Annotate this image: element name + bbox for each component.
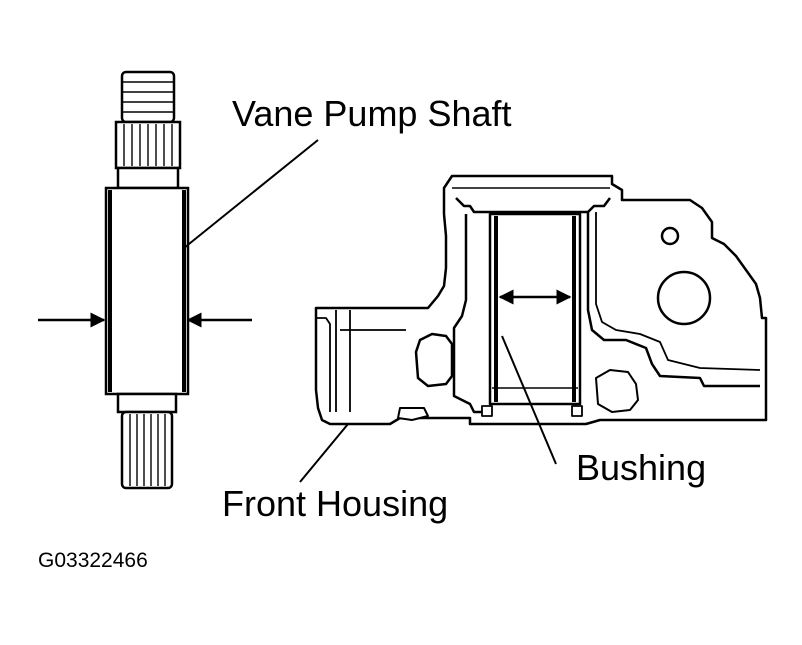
housing-bore-left-wall	[452, 214, 484, 414]
housing-top-flange	[455, 197, 611, 214]
housing-small-hole	[660, 226, 680, 246]
housing-right-cavity	[595, 369, 639, 413]
housing-left-flange-edge	[316, 317, 331, 412]
bushing-label: Bushing	[576, 447, 707, 488]
shaft-top-tip-threads	[122, 81, 174, 113]
housing-bore-right-wall	[586, 212, 760, 388]
housing-left-face	[335, 310, 406, 412]
housing-bottom-slot	[397, 407, 429, 421]
shaft-upper-neck	[116, 166, 180, 190]
housing-notch-right	[571, 405, 583, 417]
bushing-bore	[488, 212, 582, 406]
shaft-bottom-spline	[120, 410, 174, 490]
housing-notch-left	[481, 405, 493, 417]
shaft-bottom-spline-lines	[129, 414, 166, 486]
shaft-main-body	[104, 186, 190, 396]
vane-pump-shaft-label: Vane Pump Shaft	[232, 93, 512, 134]
front-housing-leader-line	[299, 423, 349, 483]
housing-left-window	[414, 332, 454, 388]
figure-id-label: G03322466	[38, 549, 148, 572]
shaft-top-spline-lines	[123, 124, 173, 166]
shaft-lower-neck	[116, 392, 178, 414]
vane-pump-shaft	[104, 70, 190, 490]
front-housing	[314, 174, 768, 426]
housing-right-rib	[595, 212, 761, 371]
shaft-leader-line	[183, 139, 319, 249]
shaft-top-tip	[120, 70, 176, 124]
housing-large-hole	[656, 270, 712, 326]
front-housing-label: Front Housing	[222, 483, 449, 524]
bushing-leader-line	[501, 335, 557, 465]
